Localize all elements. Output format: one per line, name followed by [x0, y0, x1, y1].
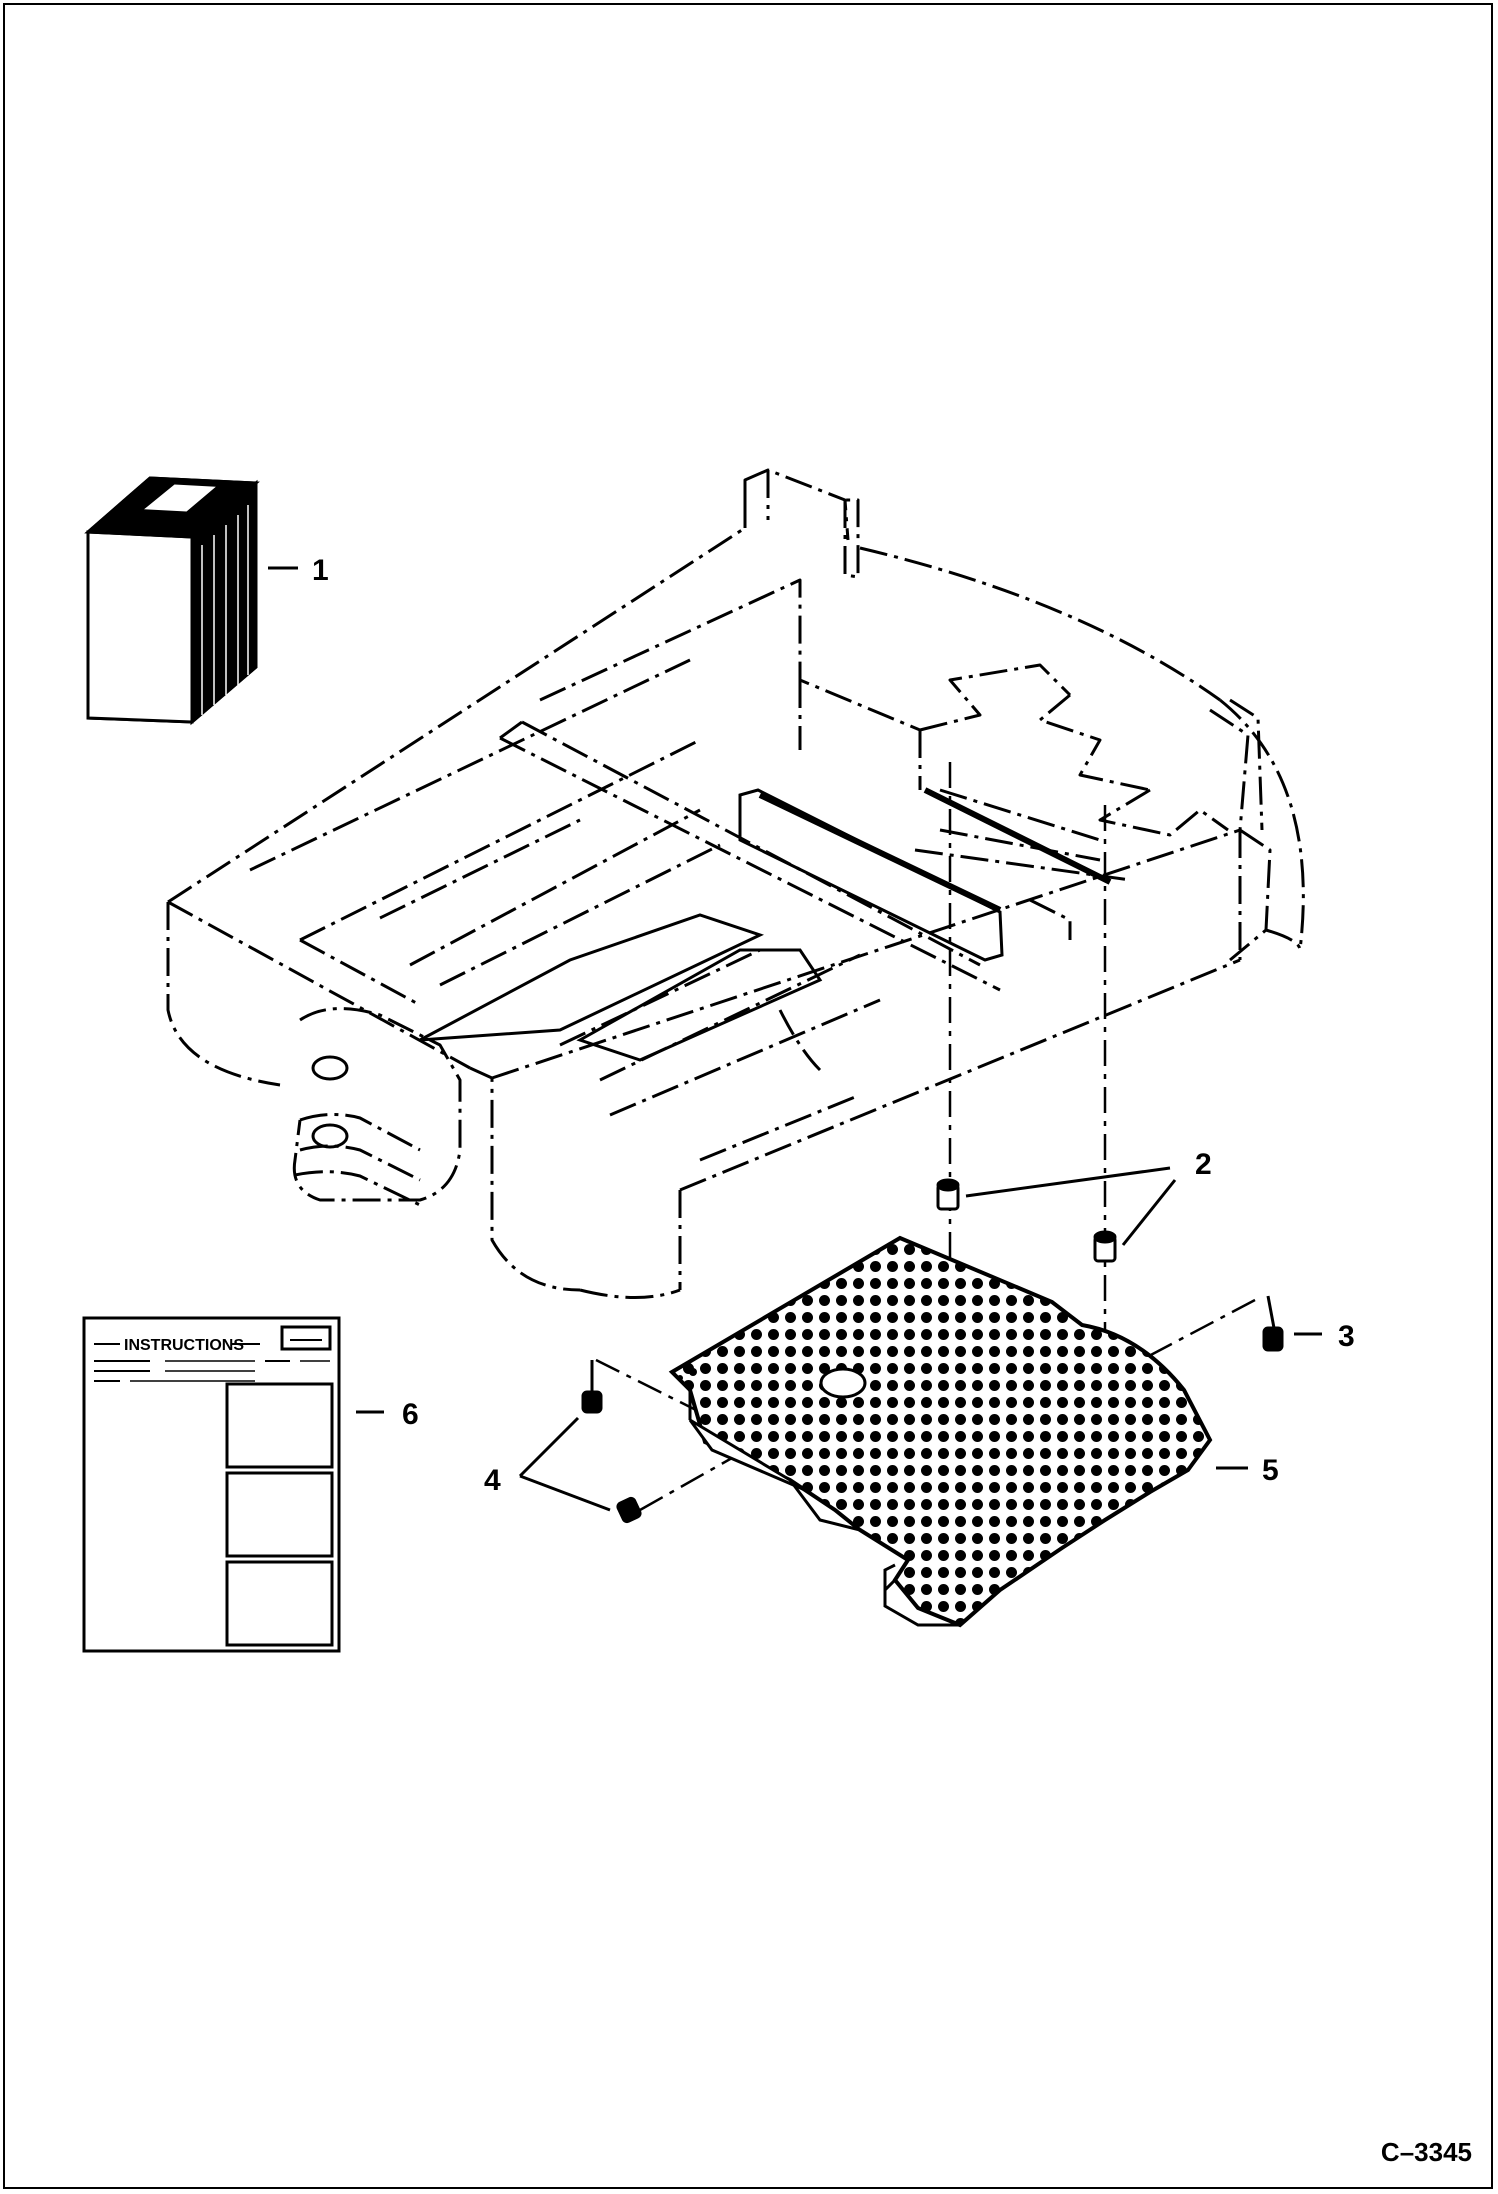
- floor-plate-illustration: [668, 1235, 1213, 1628]
- hinge-holes: [311, 1055, 349, 1149]
- callout-2: 2: [1195, 1148, 1212, 1181]
- callout-6: 6: [402, 1398, 419, 1431]
- bolt-4-illustration: [581, 1360, 642, 1524]
- leader-lines-2: [965, 1166, 1177, 1246]
- page-border: [3, 3, 1493, 2189]
- instruction-sheet-illustration: INSTRUCTIONS: [82, 1316, 341, 1653]
- callout-4: 4: [484, 1464, 501, 1497]
- battery-illustration: [84, 476, 260, 726]
- callout-1: 1: [312, 554, 329, 587]
- callout-3: 3: [1338, 1320, 1355, 1353]
- frame-rails: [419, 788, 1004, 1062]
- spacer-illustration: [936, 1178, 1117, 1263]
- leader-lines-4: [518, 1416, 611, 1512]
- figure-id: C–3345: [1380, 2137, 1472, 2167]
- callout-5: 5: [1262, 1454, 1279, 1487]
- bolt-3-illustration: [1262, 1295, 1284, 1352]
- instruction-sheet-title: INSTRUCTIONS: [124, 1337, 244, 1354]
- frame-slots: [758, 787, 1112, 913]
